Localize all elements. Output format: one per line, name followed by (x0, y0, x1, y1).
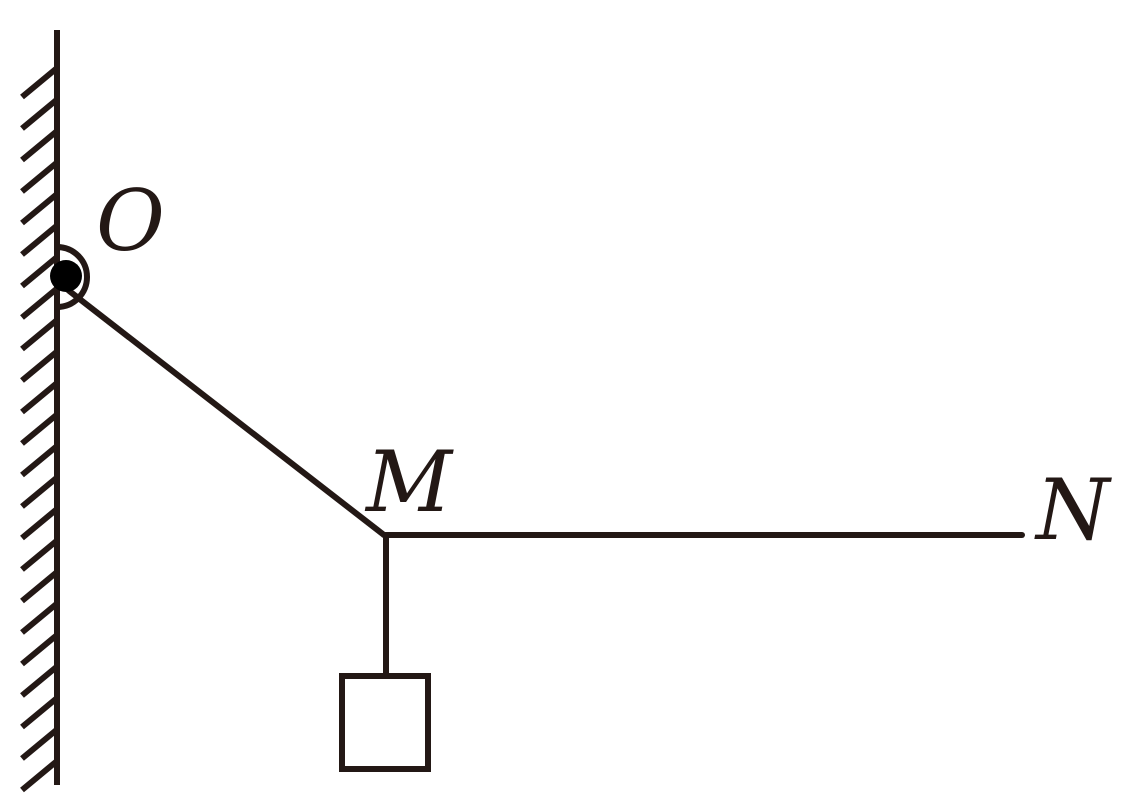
wall (20, 30, 60, 793)
hatch-mark (20, 601, 59, 635)
hatch-mark (20, 569, 59, 604)
hatch-mark (20, 412, 59, 446)
hatch-mark (20, 254, 59, 289)
label-o: O (96, 172, 165, 270)
hatch-mark (20, 727, 59, 761)
hatch-mark (20, 286, 59, 320)
hatch-mark (20, 664, 59, 698)
hatch-mark (20, 160, 59, 194)
hatch-mark (20, 695, 59, 730)
label-n: N (1034, 461, 1112, 559)
hatch-mark (20, 317, 59, 352)
hatch-mark (20, 443, 59, 478)
hatch-mark (20, 97, 59, 131)
hatch-mark (20, 758, 59, 793)
hatch-mark (20, 191, 59, 226)
wall-hatching (20, 65, 59, 793)
hatch-mark (20, 632, 59, 667)
pivot-hinge (50, 244, 90, 310)
hatch-mark (20, 128, 59, 163)
hanging-block (339, 673, 431, 772)
hatch-mark (20, 475, 59, 509)
rod-om (66, 287, 386, 538)
hatch-mark (20, 380, 59, 415)
pivot-dot (50, 260, 82, 292)
hatch-mark (20, 538, 59, 572)
hatch-mark (20, 349, 59, 383)
hinge-ring (56, 244, 90, 310)
hatch-mark (20, 506, 59, 541)
hatch-mark (20, 65, 59, 100)
hatch-mark (20, 223, 59, 257)
label-m: M (364, 433, 454, 531)
